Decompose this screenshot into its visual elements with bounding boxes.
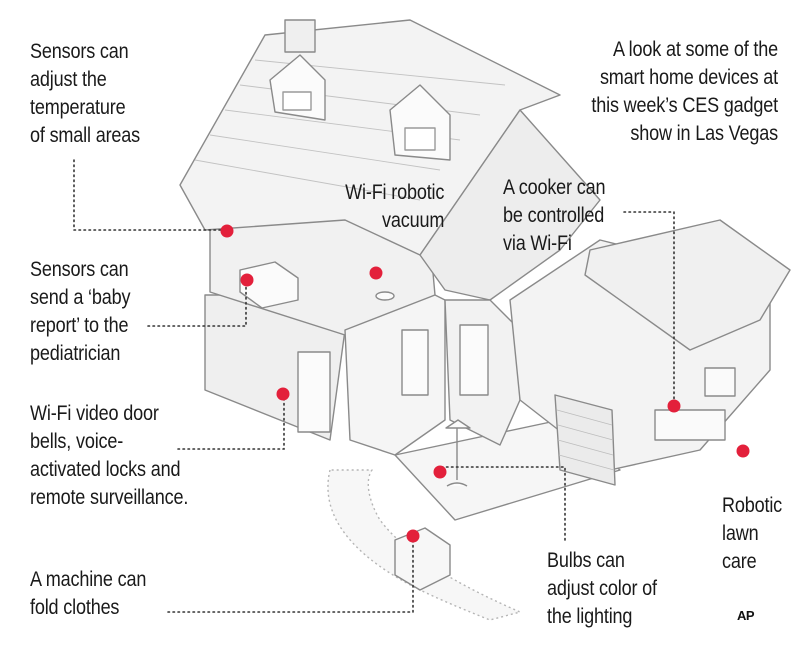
device-markers — [220, 224, 750, 543]
callout-line: report’ to the — [30, 314, 129, 337]
title-line: smart home devices at — [599, 66, 778, 89]
marker-bulbs — [433, 465, 447, 479]
callout-line: activated locks and — [30, 458, 181, 481]
marker-laundry — [406, 529, 420, 543]
leader-laundry — [167, 536, 414, 613]
leader-bulbs — [441, 466, 566, 541]
marker-vacuum — [369, 266, 383, 280]
callout-line: Bulbs can — [547, 549, 625, 572]
callout-cooker: A cooker can be controlled via Wi-Fi — [503, 174, 606, 258]
callout-line: fold clothes — [30, 596, 120, 619]
callout-bulbs: Bulbs can adjust color of the lighting — [547, 547, 657, 631]
callout-line: lawn — [722, 522, 759, 545]
callout-line: adjust color of — [547, 577, 657, 600]
carport-roof — [584, 219, 791, 351]
callout-line: the lighting — [547, 605, 633, 628]
leader-lines — [73, 159, 675, 613]
callout-line: Robotic — [722, 494, 783, 517]
callout-temperature: Sensors can adjust the temperature of sm… — [30, 38, 140, 150]
leader-temperature — [73, 159, 226, 231]
callout-line: Wi-Fi robotic — [344, 181, 444, 204]
robot-vacuum — [375, 291, 395, 301]
callout-line: via Wi-Fi — [503, 232, 572, 255]
callout-line: Wi-Fi video door — [30, 402, 159, 425]
floor-lamp — [445, 419, 471, 487]
house-cutaway-drawing — [179, 19, 791, 621]
callout-line: A machine can — [30, 568, 147, 591]
callout-line: remote surveillance. — [30, 486, 189, 509]
callout-line: Sensors can — [30, 40, 129, 63]
marker-baby — [240, 273, 254, 287]
garage-door — [554, 394, 616, 486]
marker-temperature — [220, 224, 234, 238]
callout-line: pediatrician — [30, 342, 121, 365]
callout-line: be controlled — [503, 204, 605, 227]
callout-line: temperature — [30, 96, 126, 119]
leader-doorbell — [177, 396, 285, 450]
marker-doorbell — [276, 387, 290, 401]
marker-cooker — [667, 399, 681, 413]
callout-lawn: Robotic lawn care — [722, 492, 782, 576]
callout-doorbell: Wi-Fi video door bells, voice- activated… — [30, 400, 188, 512]
leader-cooker — [623, 211, 675, 406]
garden-walkway — [327, 469, 521, 621]
callout-line: adjust the — [30, 68, 107, 91]
door-front — [297, 351, 331, 433]
baby-crib — [239, 261, 299, 309]
laundry-machine — [394, 527, 451, 591]
side-roof — [419, 109, 601, 301]
callout-line: of small areas — [30, 124, 141, 147]
title-line: this week’s CES gadget — [591, 94, 778, 117]
door-hall — [459, 324, 489, 396]
callout-baby-report: Sensors can send a ‘baby report’ to the … — [30, 256, 131, 368]
title-line: A look at some of the — [612, 38, 778, 61]
callout-line: care — [722, 550, 757, 573]
callout-vacuum: Wi-Fi robotic vacuum — [345, 179, 444, 235]
callout-laundry: A machine can fold clothes — [30, 566, 146, 622]
kitchen-counter — [654, 409, 726, 441]
chimney — [284, 19, 316, 53]
door-centre — [401, 329, 429, 396]
callout-line: A cooker can — [503, 176, 606, 199]
ap-credit-logo: AP — [737, 608, 755, 623]
marker-lawn — [736, 444, 750, 458]
callout-line: bells, voice- — [30, 430, 124, 453]
callout-line: send a ‘baby — [30, 286, 131, 309]
title-line: show in Las Vegas — [630, 122, 778, 145]
callout-line: Sensors can — [30, 258, 129, 281]
graphic-title: A look at some of the smart home devices… — [591, 36, 778, 148]
callout-line: vacuum — [381, 209, 444, 232]
